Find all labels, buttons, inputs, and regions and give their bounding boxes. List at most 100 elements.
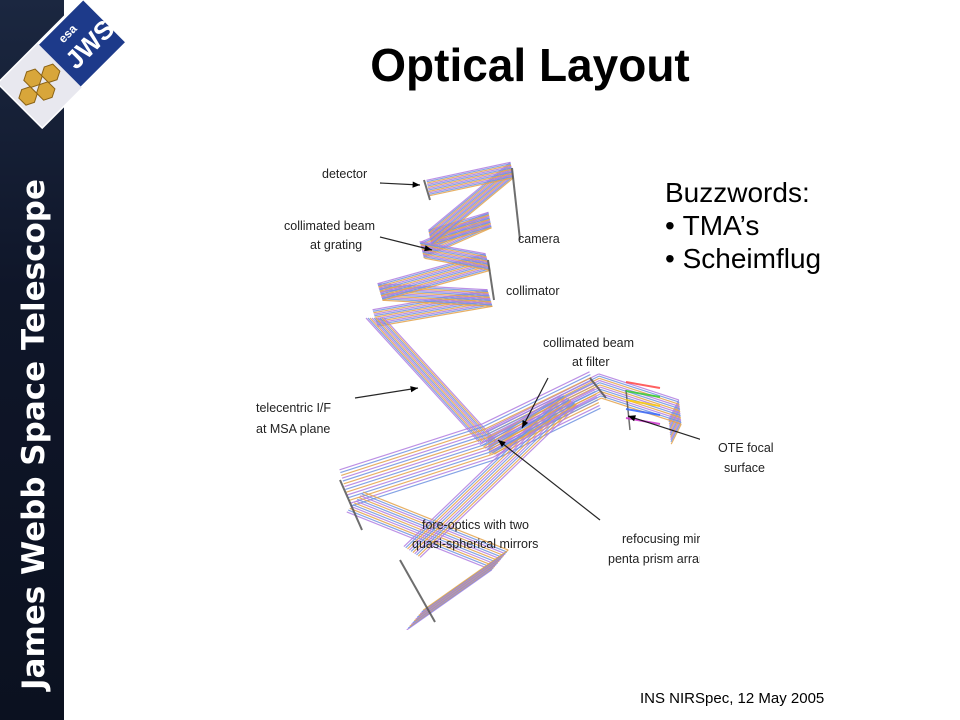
ray-segment [429,175,514,195]
ray-segment [381,295,492,303]
ray-segment [422,251,489,265]
ray-segment [428,170,513,190]
ray-segment [598,373,679,401]
ray-segment [599,386,681,414]
ray-segment [416,556,503,618]
ray-segment [413,560,500,622]
ray-segment [421,248,488,262]
ray-segment [409,565,496,627]
callout-arrowhead [498,440,506,447]
label-telecentric-line2: at MSA plane [256,422,330,436]
ray-segment [346,448,491,496]
callout-arrowhead [412,181,420,188]
ray-segment [492,404,600,458]
ray-segment [600,390,681,419]
mirror-line [589,377,607,399]
ray-segment [414,401,574,555]
ray-segment [377,305,493,327]
ray-segment [381,317,496,443]
ray-segment [429,170,513,240]
ray-segment [428,174,514,194]
label-collimator: collimator [506,284,560,298]
ray-segment [418,555,505,616]
ray-segment [431,177,514,247]
ray-segment [600,393,681,421]
ray-segment [489,396,598,450]
ray-segment [427,168,512,188]
ray-segment [381,268,491,300]
ray-segment [347,451,492,499]
ray-segment [417,403,577,557]
ray-segment [348,454,492,502]
mirror-line [511,167,521,241]
ray-segment [371,317,486,443]
ray-segment [427,167,512,187]
ray-segment [407,567,494,629]
ray-segment [383,317,498,443]
sidebar-vertical-title: James Webb Space Telescope [16,179,52,692]
ray-segment [354,502,500,562]
buzzwords-block: Buzzwords: TMA’s Scheimflug [665,176,821,275]
ray-segment [431,227,492,247]
buzzwords-list: TMA’s Scheimflug [665,209,822,275]
optical-layout-diagram: detector collimated beam at grating came… [256,161,700,630]
ray-segment [382,299,493,307]
ray-segment [339,423,483,471]
ray-segment [380,262,489,294]
ray-segment [415,558,502,620]
callout-arrowhead [410,386,418,393]
ote-label-area: OTE focal surface [718,441,774,475]
callout-arrowhead [628,415,636,422]
ray-segment [422,250,489,264]
mirror-line [487,259,495,301]
filter-color-mark [625,399,661,407]
ray-segment [492,402,575,454]
ray-segment [376,304,493,326]
ray-segment [600,395,682,423]
callout-arrow-line [354,387,419,399]
filter-color-mark [625,390,661,398]
callout-arrow-line [379,236,433,251]
ray-segment [342,434,487,482]
callout-arrowhead [522,420,529,428]
ray-segment [412,562,499,624]
ray-segment [430,171,513,241]
filter-color-mark [625,381,661,389]
ray-segment [599,382,680,410]
label-detector: detector [322,167,367,181]
ray-segment [355,500,501,560]
label-refocusing-line2: penta prism arrangement [608,552,700,566]
ray-segment [429,177,514,197]
ray-segment [430,174,514,244]
ray-segment [423,254,490,268]
ray-segment [421,551,508,613]
label-ote-line1-visible: OTE focal [718,441,774,455]
ray-segment [376,302,492,324]
label-telecentric-line1: telecentric I/F [256,401,331,415]
ray-segment [431,225,492,245]
sidebar-banner: James Webb Space Telescope [0,0,64,720]
jwst-logo: JWST esa [0,0,132,130]
mirror-line [339,479,363,531]
filter-color-mark [625,408,661,416]
ray-segment [373,317,488,443]
ray-segment [419,242,487,256]
ray-segment [346,445,490,493]
ray-segment [426,163,511,183]
page-title: Optical Layout [370,39,690,91]
ray-segment [344,440,488,488]
ray-segment [343,437,487,485]
ray-segment [428,172,513,193]
ray-segment [381,298,493,306]
label-collimated-grating-line1: collimated beam [284,219,375,233]
ray-segment [379,317,494,443]
ray-segment [423,256,491,270]
ray-segment [341,428,485,476]
callout-arrow-line [521,377,549,429]
ray-segment [410,564,497,625]
ray-segment [419,404,579,558]
ray-segment [380,263,489,295]
ray-segment [367,317,482,443]
ray-segment [365,317,480,443]
ray-segment [479,394,563,446]
